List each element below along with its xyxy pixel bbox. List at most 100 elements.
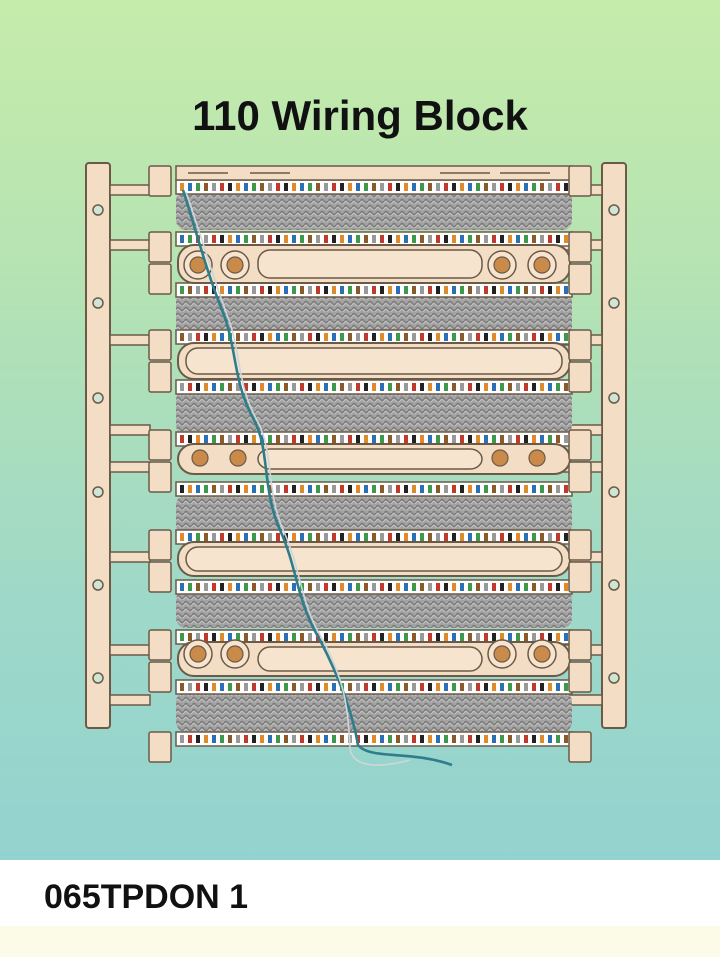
terminal-clip [548,183,552,191]
end-clip-left [148,461,172,493]
terminal-clip [540,183,544,191]
end-clip-left [148,731,172,763]
terminal-clip [252,333,256,341]
terminal-clip [564,286,568,294]
terminal-clip [340,383,344,391]
terminal-clip [228,235,232,243]
terminal-clip [500,735,504,743]
terminal-clip [460,383,464,391]
terminal-clip [452,235,456,243]
terminal-clip [308,183,312,191]
terminal-clip [476,633,480,641]
terminal-clip [340,533,344,541]
terminal-clip [348,633,352,641]
terminal-clip [348,383,352,391]
terminal-clip [356,485,360,493]
terminal-clip [396,333,400,341]
terminal-clip [260,633,264,641]
terminal-clip [204,183,208,191]
mounting-hole [608,392,620,404]
terminal-clip [412,183,416,191]
terminal-clip [356,333,360,341]
terminal-clip [316,286,320,294]
terminal-clip [308,435,312,443]
strip-label-area [257,448,483,470]
terminal-clip [460,235,464,243]
terminal-clip [332,735,336,743]
mounting-hole [608,204,620,216]
connector-row [175,731,573,747]
terminal-clip [532,383,536,391]
terminal-clip [380,435,384,443]
terminal-clip [436,735,440,743]
end-clip-right [568,561,592,593]
terminal-clip [476,683,480,691]
terminal-clip [188,333,192,341]
terminal-clip [180,735,184,743]
terminal-clip [244,633,248,641]
terminal-clip [332,533,336,541]
terminal-clip [308,485,312,493]
terminal-clip [532,735,536,743]
terminal-clip [236,183,240,191]
terminal-clip [180,583,184,591]
terminal-clip [388,735,392,743]
end-clip-left [148,529,172,561]
terminal-clip [204,583,208,591]
terminal-clip [556,333,560,341]
terminal-clip [292,735,296,743]
terminal-clip [516,735,520,743]
terminal-clip [476,183,480,191]
terminal-clip [460,633,464,641]
terminal-clip [404,485,408,493]
connector-row [175,579,573,595]
terminal-clip [476,485,480,493]
terminal-clip [196,533,200,541]
designation-strip [177,443,571,475]
terminal-clip [180,533,184,541]
terminal-clip [452,683,456,691]
terminal-clip [492,383,496,391]
terminal-clip [188,183,192,191]
terminal-clip [532,683,536,691]
strip-label-area [257,646,483,672]
terminal-clip [484,683,488,691]
terminal-clip [508,235,512,243]
terminal-clip [236,735,240,743]
end-clip-left [148,361,172,393]
terminal-clip [412,583,416,591]
terminal-clip [324,633,328,641]
fastener [493,256,511,274]
terminal-clip [380,286,384,294]
terminal-clip [236,533,240,541]
terminal-clip [396,485,400,493]
terminal-clip [284,633,288,641]
terminal-clip [516,533,520,541]
terminal-clip [364,235,368,243]
terminal-clip [276,735,280,743]
mounting-hole [608,486,620,498]
terminal-clip [196,735,200,743]
terminal-clip [324,183,328,191]
terminal-clip [236,683,240,691]
terminal-clip [268,533,272,541]
terminal-clip [380,183,384,191]
terminal-clip [228,583,232,591]
terminal-clip [508,735,512,743]
terminal-clip [244,583,248,591]
terminal-clip [508,683,512,691]
fastener [189,645,207,663]
terminal-clip [292,183,296,191]
terminal-clip [492,333,496,341]
terminal-clip [364,435,368,443]
terminal-clip [308,633,312,641]
terminal-clip [436,683,440,691]
terminal-clip [492,485,496,493]
terminal-clip [340,485,344,493]
terminal-clip [556,583,560,591]
terminal-clip [308,735,312,743]
terminal-clip [492,583,496,591]
terminal-clip [388,333,392,341]
terminal-clip [484,583,488,591]
terminal-clip [436,333,440,341]
